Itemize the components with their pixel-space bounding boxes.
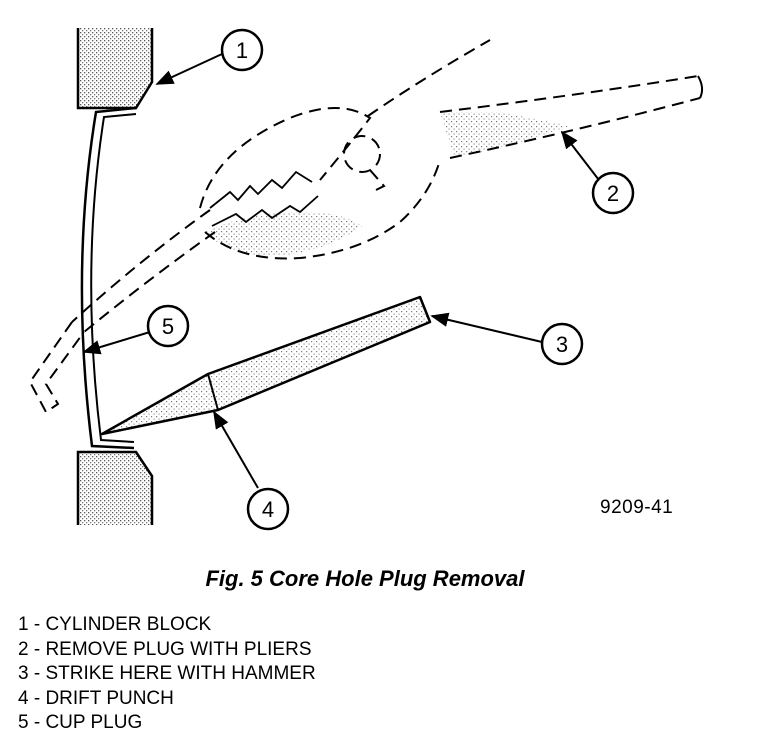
- callout-5-label: 5: [162, 314, 174, 339]
- legend-item: 4 - DRIFT PUNCH: [18, 687, 174, 709]
- cylinder-block-lower: [76, 450, 154, 525]
- figure-id: 9209-41: [600, 497, 674, 518]
- legend-item: 1 - CYLINDER BLOCK: [18, 614, 212, 635]
- legend-list: 1 - CYLINDER BLOCK 2 - REMOVE PLUG WITH …: [18, 613, 316, 736]
- leader-lines: [82, 53, 603, 489]
- callout-1: 1: [220, 28, 264, 72]
- cylinder-block-upper: [76, 28, 154, 110]
- leader-5: [82, 331, 151, 355]
- callout-1-label: 1: [236, 38, 248, 63]
- legend-item: 5 - CUP PLUG: [18, 712, 143, 733]
- core-hole-plug-diagram: 1 2 3 4 5: [28, 28, 704, 531]
- leader-4: [213, 410, 259, 489]
- drift-punch: [100, 295, 432, 436]
- callout-2: 2: [591, 171, 635, 215]
- leader-2: [560, 130, 603, 185]
- callout-4-label: 4: [262, 497, 274, 522]
- legend-item: 3 - STRIKE HERE WITH HAMMER: [18, 663, 316, 684]
- callout-5: 5: [146, 304, 190, 348]
- cup-plug: [80, 106, 137, 450]
- pliers: [28, 39, 704, 414]
- leader-3: [430, 312, 543, 343]
- callout-3: 3: [540, 322, 584, 366]
- callout-4: 4: [246, 487, 290, 531]
- leader-1: [155, 53, 223, 85]
- legend-item: 2 - REMOVE PLUG WITH PLIERS: [18, 638, 312, 660]
- figure-caption: Fig. 5 Core Hole Plug Removal: [205, 566, 525, 591]
- callout-3-label: 3: [556, 332, 568, 357]
- callout-2-label: 2: [607, 181, 619, 206]
